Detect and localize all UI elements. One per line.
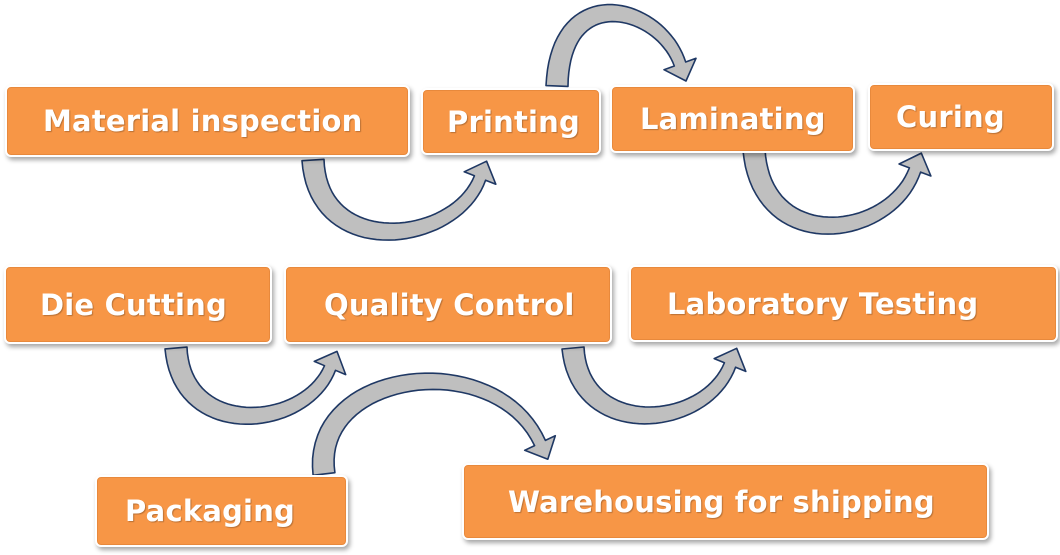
- arrow-quality-to-laboratory: [561, 346, 747, 425]
- step-label: Laboratory Testing: [667, 286, 979, 321]
- arrow-diecutting-to-quality: [164, 346, 347, 425]
- step-label: Curing: [896, 100, 1005, 134]
- arrow-material-to-printing: [301, 158, 497, 241]
- step-laminating: Laminating: [610, 85, 855, 153]
- step-printing: Printing: [421, 88, 601, 155]
- step-warehousing-for-shipping: Warehousing for shipping: [462, 463, 989, 540]
- step-label: Die Cutting: [40, 287, 227, 322]
- step-quality-control: Quality Control: [284, 265, 612, 344]
- step-label: Printing: [447, 104, 580, 139]
- step-label: Material inspection: [43, 104, 363, 138]
- arrow-packaging-to-warehousing: [311, 372, 557, 477]
- step-die-cutting: Die Cutting: [4, 265, 272, 344]
- step-laboratory-testing: Laboratory Testing: [629, 265, 1058, 342]
- step-material-inspection: Material inspection: [5, 85, 410, 157]
- arrow-laminating-to-curing: [742, 148, 932, 235]
- step-label: Laminating: [640, 102, 826, 136]
- step-label: Quality Control: [324, 287, 575, 322]
- step-label: Packaging: [125, 494, 295, 528]
- step-label: Warehousing for shipping: [508, 484, 935, 519]
- step-curing: Curing: [868, 83, 1054, 151]
- step-packaging: Packaging: [95, 475, 348, 547]
- arrow-printing-to-laminating: [545, 3, 697, 88]
